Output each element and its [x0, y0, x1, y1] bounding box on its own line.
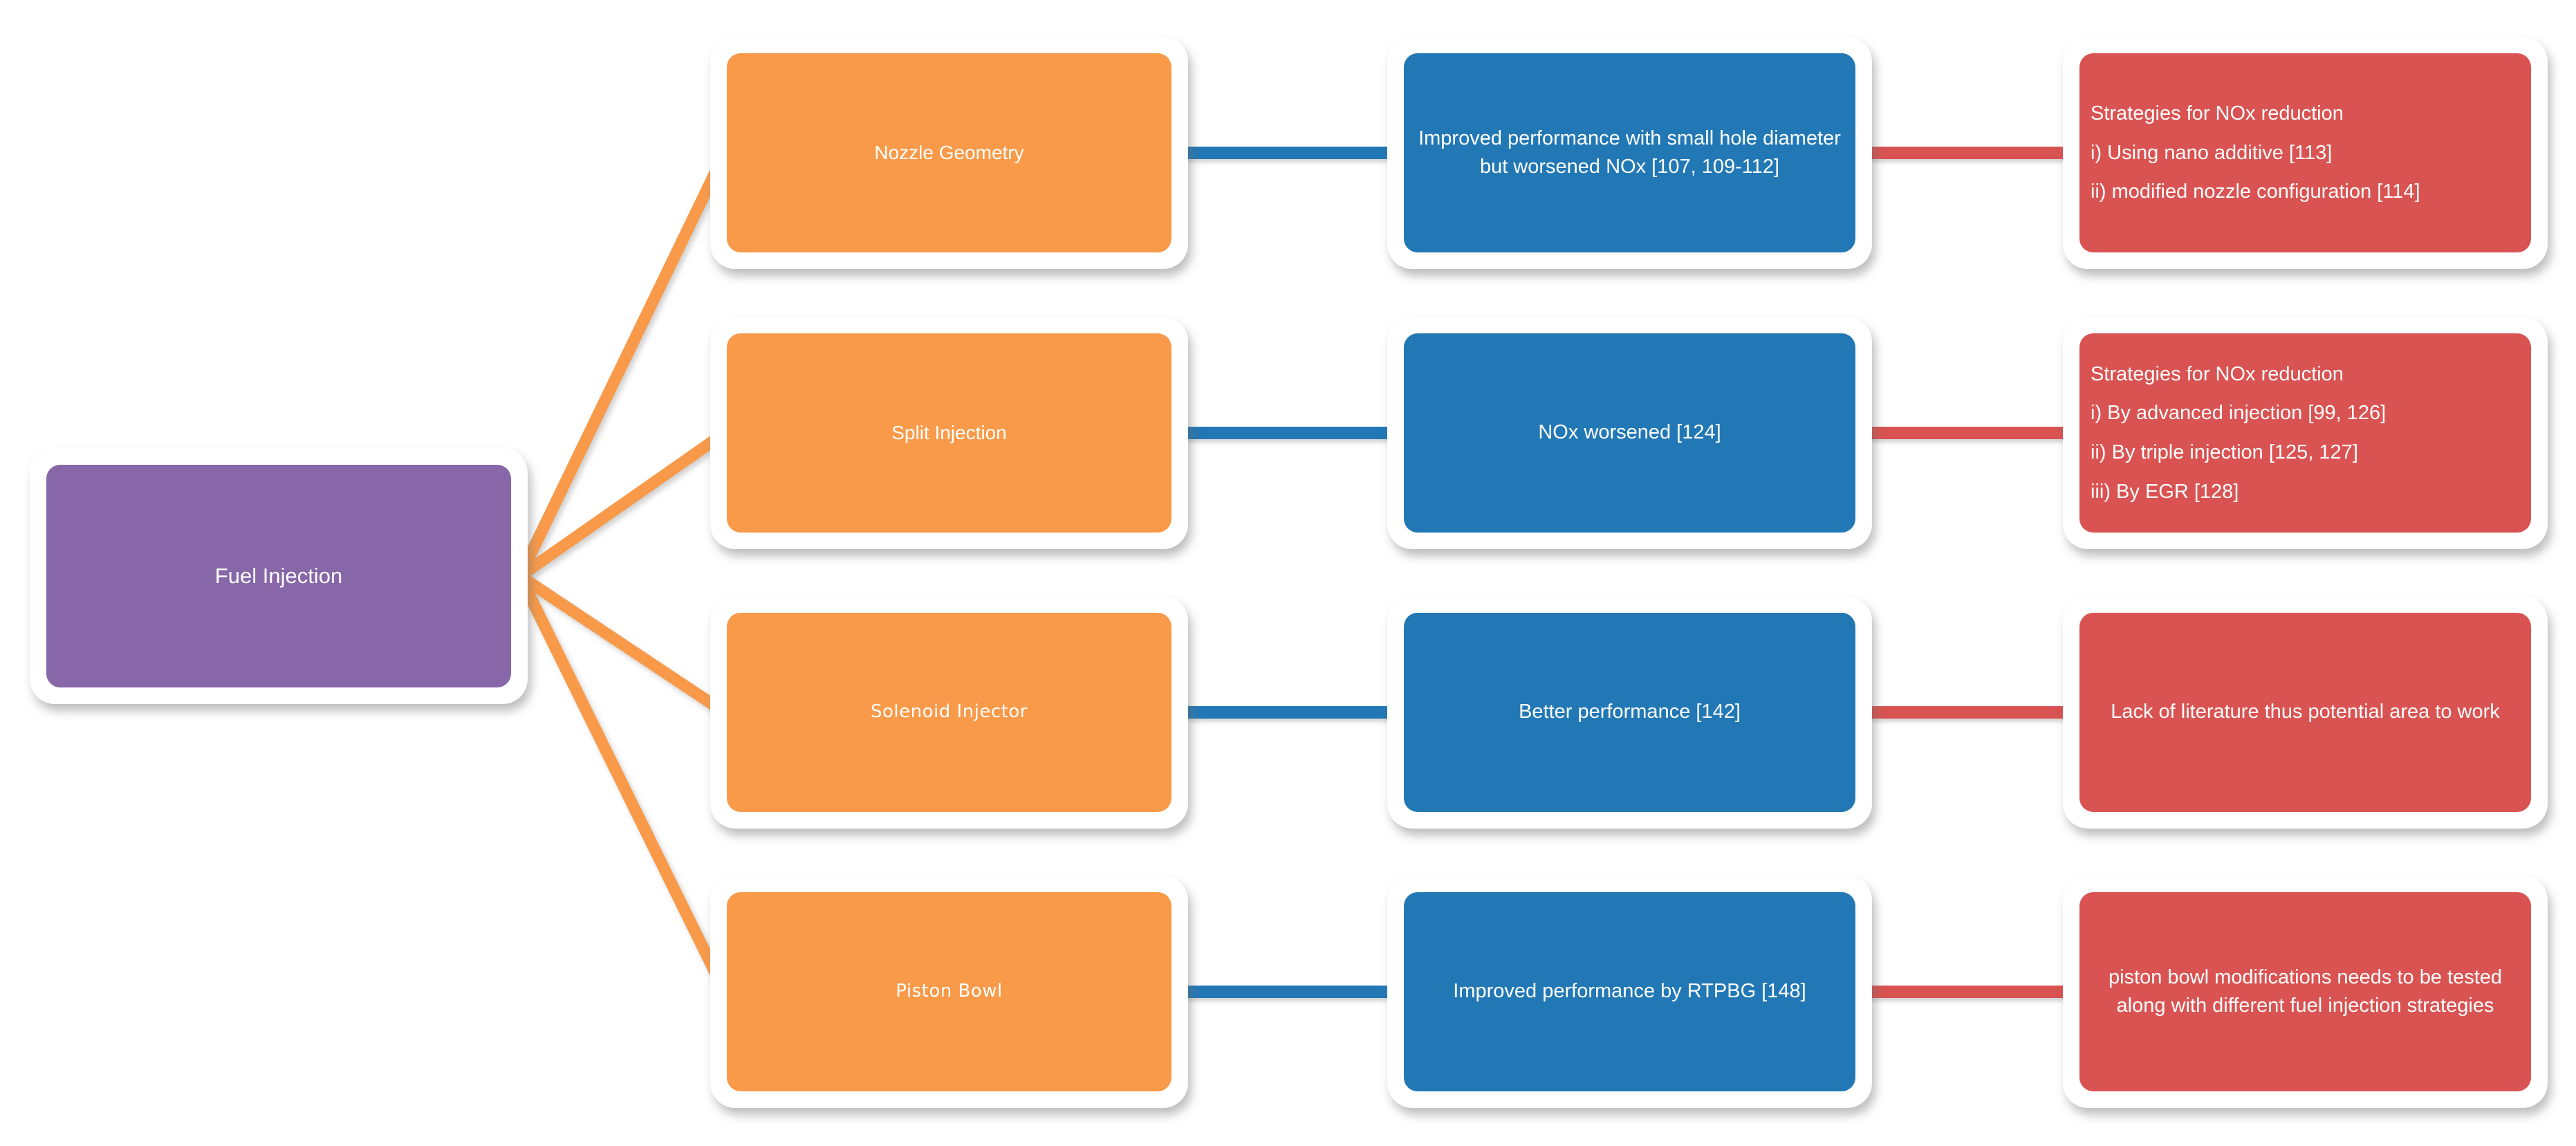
strategy-node-2: Strategies for NOx reduction i) By advan… [2063, 317, 2548, 549]
strategy-lines: Strategies for NOx reduction i) Using na… [2079, 94, 2531, 212]
finding-node-2: NOx worsened [124] [1387, 317, 1872, 549]
strategy-node-fill: Strategies for NOx reduction i) Using na… [2079, 53, 2531, 252]
finding-node-1: Improved performance with small hole dia… [1387, 37, 1872, 269]
topic-label: Split Injection [891, 421, 1007, 443]
topic-node-nozzle-geometry: Nozzle Geometry [710, 37, 1188, 269]
finding-node-fill: Improved performance by RTPBG [148] [1404, 892, 1855, 1091]
strategy-line: Strategies for NOx reduction [2091, 102, 2344, 125]
fan-line-piston-bowl [515, 573, 730, 995]
fan-line-split-injection [517, 428, 728, 581]
topic-node-fill: Nozzle Geometry [727, 53, 1171, 252]
strategy-node-fill: piston bowl modifications needs to be te… [2079, 892, 2531, 1091]
topic-node-solenoid-injector: Solenoid Injector [710, 596, 1188, 829]
strategy-lines: Lack of literature thus potential area t… [2079, 698, 2531, 726]
connector-finding-strategy-3 [1868, 706, 2067, 719]
finding-text: Improved performance by RTPBG [148] [1453, 980, 1806, 1003]
strategy-lines: Strategies for NOx reduction i) By advan… [2079, 355, 2531, 511]
strategy-line: piston bowl modifications needs to be te… [2108, 965, 2503, 1017]
root-label: Fuel Injection [214, 564, 343, 589]
strategy-line: i) By advanced injection [99, 126] [2091, 402, 2387, 425]
finding-node-fill: Improved performance with small hole dia… [1404, 53, 1855, 252]
topic-node-split-injection: Split Injection [710, 317, 1188, 549]
finding-text: Improved performance with small hole dia… [1418, 127, 1841, 178]
topic-node-fill: Solenoid Injector [727, 613, 1171, 812]
connector-finding-strategy-4 [1868, 986, 2067, 998]
strategy-node-1: Strategies for NOx reduction i) Using na… [2063, 37, 2548, 269]
strategy-node-fill: Strategies for NOx reduction i) By advan… [2079, 333, 2531, 533]
strategy-node-4: piston bowl modifications needs to be te… [2063, 876, 2548, 1108]
finding-text: Better performance [142] [1519, 701, 1741, 723]
finding-node-fill: NOx worsened [124] [1404, 333, 1855, 533]
strategy-line: Lack of literature thus potential area t… [2111, 701, 2500, 723]
finding-text: NOx worsened [124] [1538, 421, 1721, 444]
topic-node-fill: Piston Bowl [727, 892, 1171, 1091]
finding-node-fill: Better performance [142] [1404, 613, 1855, 812]
root-node-fill: Fuel Injection [46, 465, 511, 687]
connector-finding-strategy-2 [1868, 427, 2067, 439]
topic-label: Piston Bowl [896, 981, 1003, 1002]
strategy-line: ii) modified nozzle configuration [114] [2091, 181, 2420, 203]
strategy-line: i) Using nano additive [113] [2091, 141, 2333, 164]
finding-node-3: Better performance [142] [1387, 596, 1872, 829]
fan-line-solenoid-injector [517, 571, 728, 718]
connector-topic-finding-3 [1184, 706, 1391, 719]
connector-finding-strategy-1 [1868, 147, 2067, 159]
root-node: Fuel Injection [30, 448, 528, 704]
fan-line-nozzle-geometry [515, 150, 730, 579]
strategy-line: iii) By EGR [128] [2091, 480, 2239, 503]
strategy-line: ii) By triple injection [125, 127] [2091, 441, 2358, 463]
topic-node-fill: Split Injection [727, 333, 1171, 533]
connector-topic-finding-2 [1184, 427, 1391, 439]
strategy-node-fill: Lack of literature thus potential area t… [2079, 613, 2531, 812]
topic-label: Solenoid Injector [871, 701, 1028, 723]
finding-node-4: Improved performance by RTPBG [148] [1387, 876, 1872, 1108]
strategy-lines: piston bowl modifications needs to be te… [2079, 963, 2531, 1020]
strategy-node-3: Lack of literature thus potential area t… [2063, 596, 2548, 829]
connector-topic-finding-1 [1184, 147, 1391, 159]
connector-topic-finding-4 [1184, 986, 1391, 998]
topic-node-piston-bowl: Piston Bowl [710, 876, 1188, 1108]
topic-label: Nozzle Geometry [874, 141, 1024, 163]
strategy-line: Strategies for NOx reduction [2091, 362, 2344, 385]
